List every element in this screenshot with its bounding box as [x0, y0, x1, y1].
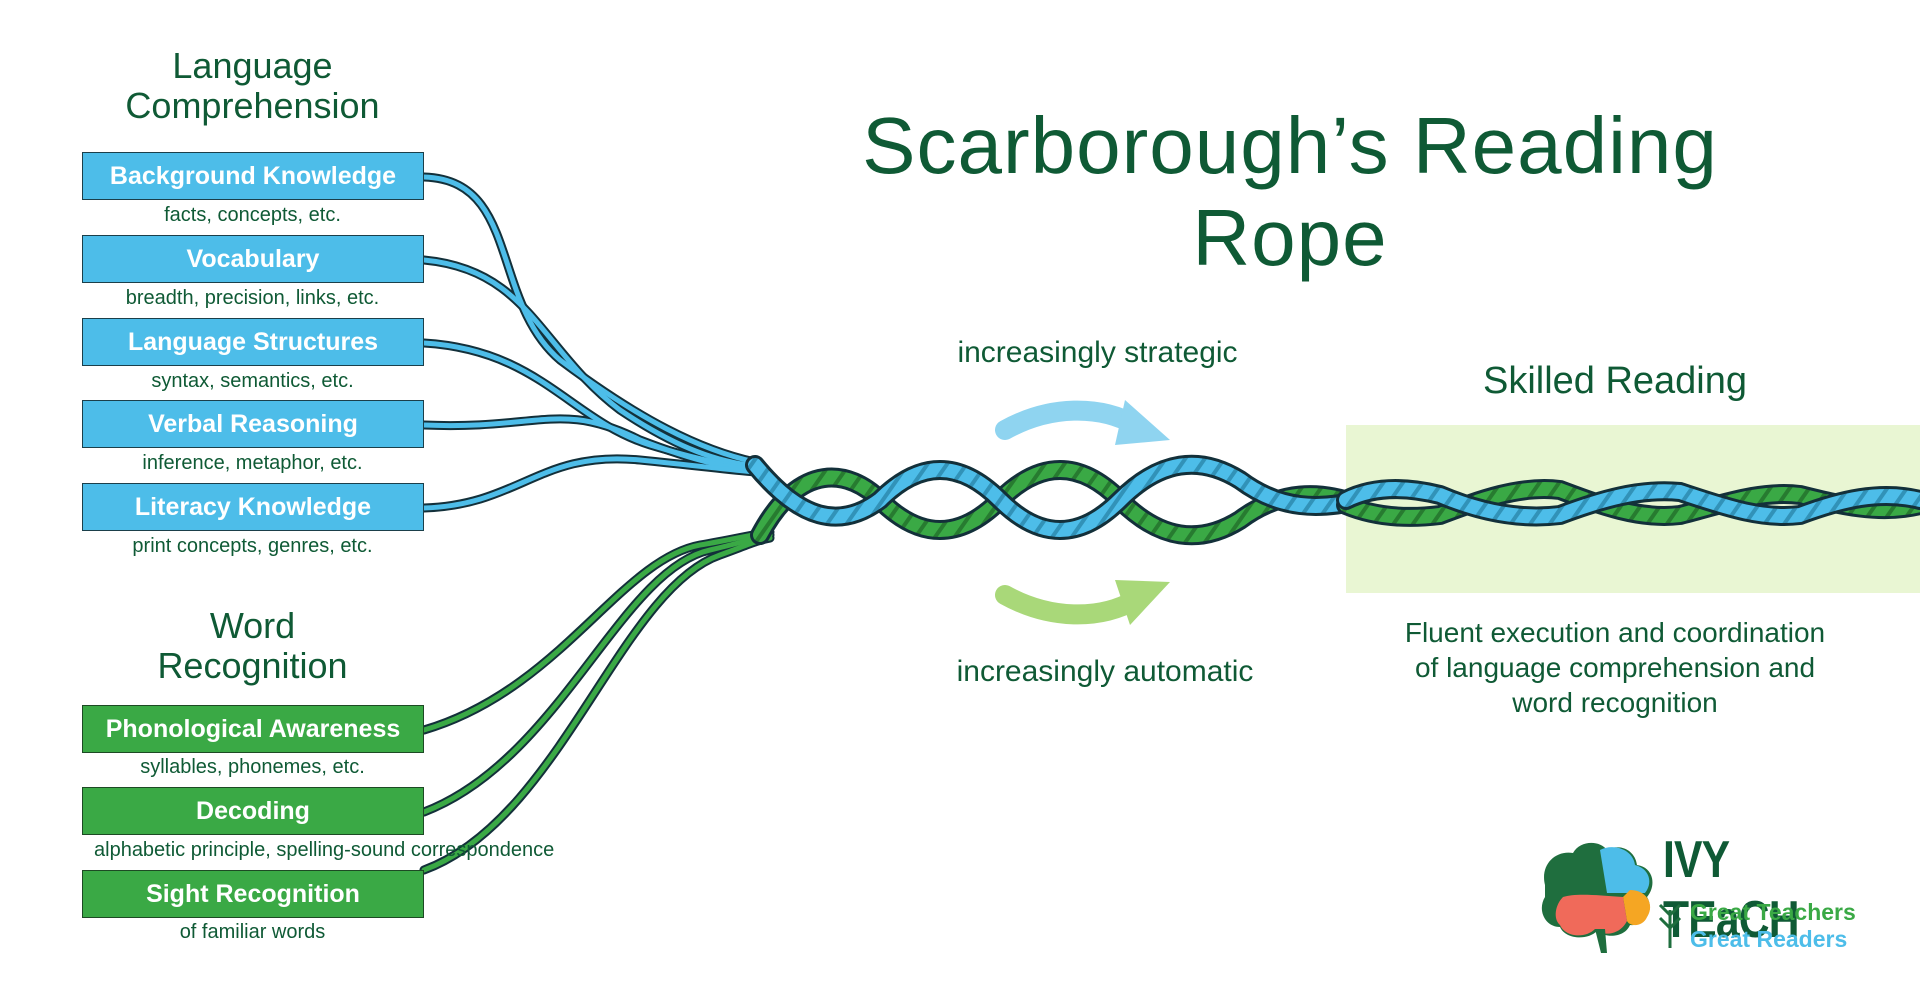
heading-line: Comprehension [125, 85, 380, 126]
heading-line: Word [209, 605, 296, 646]
skilled-reading-highlight [1346, 425, 1920, 593]
description-line: Fluent execution and coordination [1404, 617, 1826, 648]
strand-sub-language-structures: syntax, semantics, etc. [151, 370, 354, 392]
strategic-label: increasingly strategic [957, 336, 1238, 369]
strand-sub-decoding: alphabetic principle, spelling-sound cor… [94, 839, 555, 861]
strategic-arrow [995, 400, 1170, 445]
skilled-reading-description: Fluent execution and coordination of lan… [1360, 615, 1870, 720]
comprehension-strands [419, 172, 760, 513]
strand-sub-verbal-reasoning: inference, metaphor, etc. [142, 452, 363, 474]
strand-sub-vocabulary: breadth, precision, links, etc. [125, 287, 380, 309]
skilled-reading-title: Skilled Reading [1482, 360, 1748, 402]
language-comprehension-heading: Language Comprehension [70, 46, 435, 126]
strand-sub-phonological-awareness: syllables, phonemes, etc. [140, 756, 365, 778]
strand-sub-literacy-knowledge: print concepts, genres, etc. [132, 535, 373, 557]
description-line: of language comprehension and [1414, 652, 1816, 683]
description-line: word recognition [1512, 687, 1718, 718]
strand-box-language-structures: Language Structures [82, 318, 424, 366]
strand-box-background-knowledge: Background Knowledge [82, 152, 424, 200]
recognition-strands [419, 527, 775, 875]
heading-line: Recognition [157, 645, 348, 686]
logo-tagline-teachers: Great Teachers [1690, 899, 1856, 925]
automatic-label: increasingly automatic [956, 655, 1254, 688]
strand-box-phonological-awareness: Phonological Awareness [82, 705, 424, 753]
strand-box-sight-recognition: Sight Recognition [82, 870, 424, 918]
logo-tagline-readers: Great Readers [1690, 926, 1848, 952]
logo-name: IVY TEaCH [1663, 831, 1800, 949]
seedling-icon [1658, 903, 1682, 948]
heading-line: Language [172, 45, 333, 86]
strand-box-vocabulary: Vocabulary [82, 235, 424, 283]
brain-logo-icon [1541, 842, 1653, 953]
strand-box-decoding: Decoding [82, 787, 424, 835]
strand-sub-sight-recognition: of familiar words [179, 921, 326, 943]
strand-box-literacy-knowledge: Literacy Knowledge [82, 483, 424, 531]
strand-sub-background-knowledge: facts, concepts, etc. [164, 204, 341, 226]
word-recognition-heading: Word Recognition [70, 606, 435, 686]
automatic-arrow [995, 580, 1170, 625]
page-title: Scarborough’s Reading Rope [862, 101, 1718, 282]
strand-box-verbal-reasoning: Verbal Reasoning [82, 400, 424, 448]
